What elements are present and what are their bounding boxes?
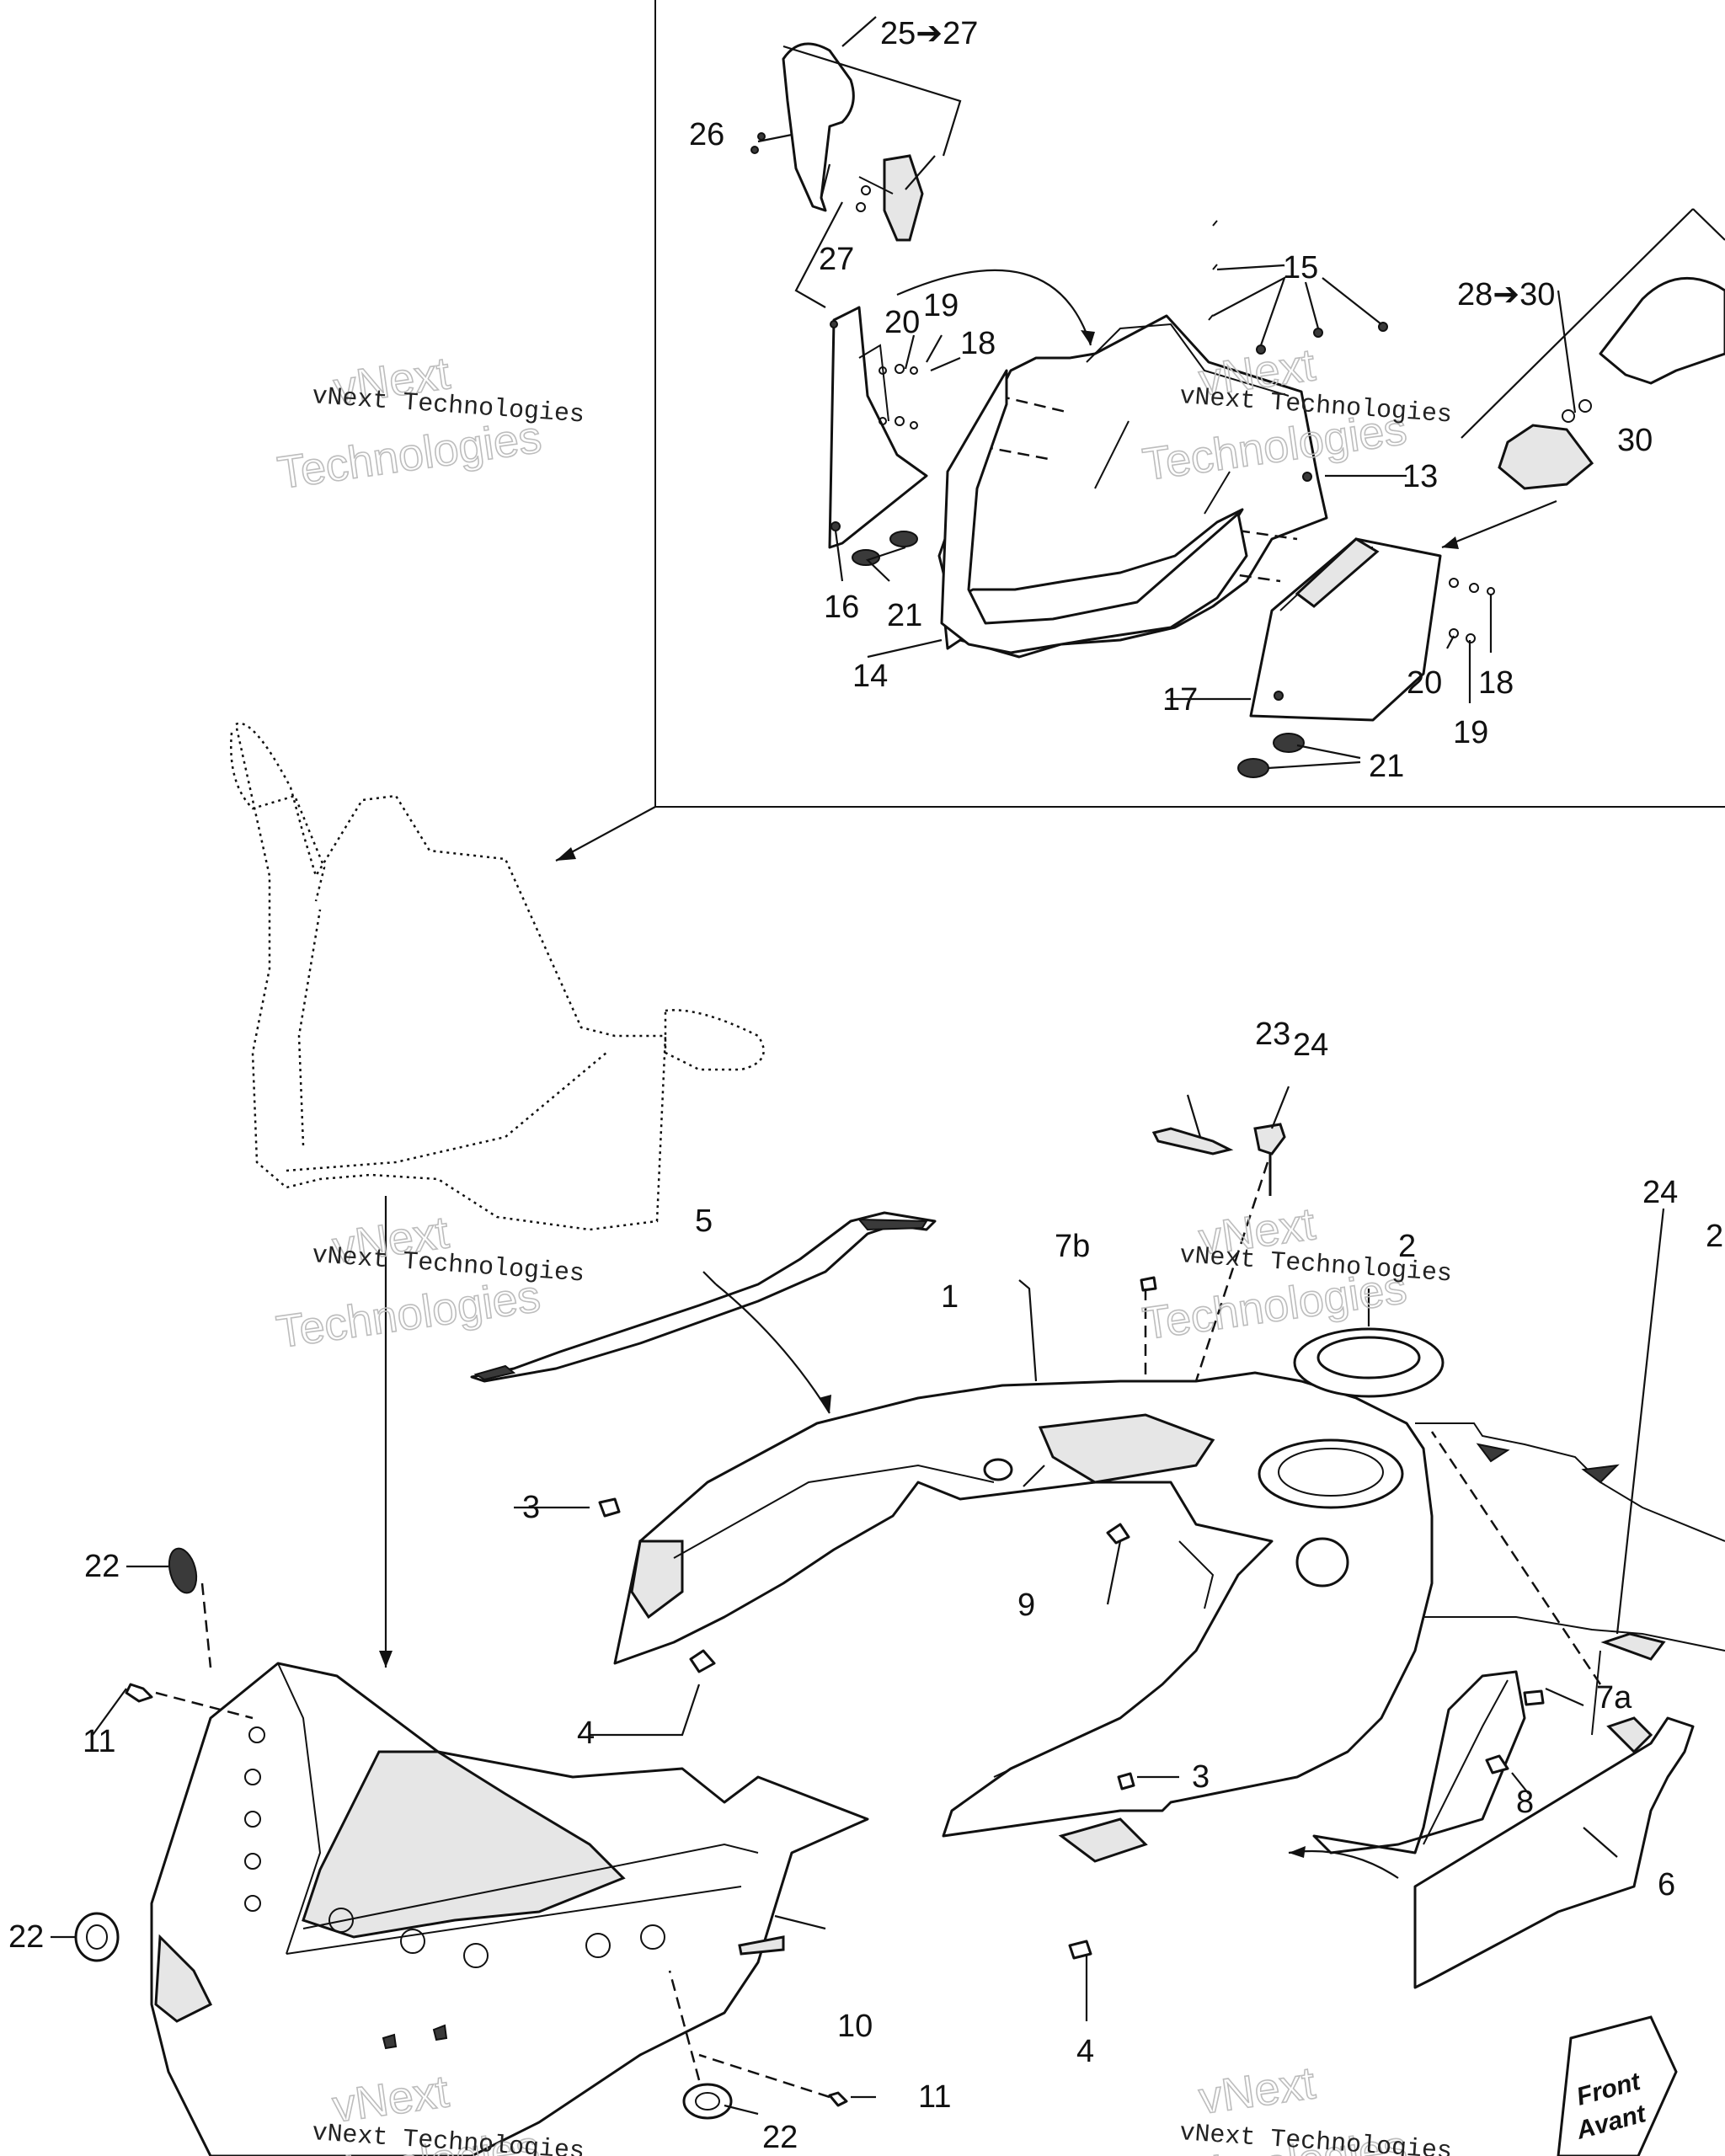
callout-27: 27: [819, 242, 854, 277]
callout-28-30: 28➔30: [1457, 277, 1555, 312]
mirror-assembly-left: [750, 16, 962, 308]
callout-2: 2: [1398, 1229, 1416, 1264]
main-hood-panel: [613, 1371, 1725, 1863]
callout-3: 3: [522, 1490, 540, 1525]
callout-6: 6: [1658, 1867, 1675, 1903]
callout-18b: 18: [1478, 665, 1514, 701]
callout-25-27: 25➔27: [880, 16, 978, 51]
watermark-big-bottom: Technologies: [275, 412, 545, 499]
callout-11b: 11: [918, 2079, 951, 2115]
callout-13: 13: [1402, 459, 1438, 494]
callout-8: 8: [1516, 1785, 1534, 1820]
screws-15: [1208, 220, 1388, 355]
callout-10: 10: [837, 2009, 873, 2044]
callout-7b: 7b: [1055, 1229, 1090, 1264]
callout-19: 19: [923, 288, 959, 323]
side-panel-right: [1237, 499, 1557, 778]
callout-3b: 3: [1192, 1759, 1210, 1795]
callout-4b: 4: [1076, 2034, 1094, 2069]
callout-30: 30: [1617, 423, 1653, 458]
fuel-ring-2: [1293, 1327, 1445, 1398]
nose-cone-10: [150, 1662, 869, 2156]
callout-22c: 22: [762, 2120, 798, 2155]
callout-9: 9: [1017, 1588, 1035, 1623]
callout-24b: 24: [1642, 1175, 1678, 1210]
callout-23: 23: [1255, 1017, 1290, 1052]
callout-20b: 20: [1407, 665, 1442, 701]
callout-18: 18: [960, 326, 996, 361]
callout-labels: 25➔27 26 27 20 19 18 15 28➔30 30 13 16 2…: [8, 16, 1723, 2155]
front-badge: Front Avant: [1557, 2015, 1678, 2156]
callout-5: 5: [695, 1203, 713, 1239]
callout-1: 1: [941, 1279, 959, 1315]
callout-leaders: [51, 133, 1665, 2116]
side-panel-left: [828, 306, 928, 566]
callout-14: 14: [852, 659, 888, 694]
callout-15: 15: [1283, 250, 1318, 286]
callout-7a: 7a: [1596, 1680, 1632, 1716]
callout-21: 21: [887, 598, 922, 633]
trim-strip-5: [470, 1211, 937, 1414]
install-lines: [155, 1161, 1602, 2099]
windshield-ghost: [230, 722, 765, 1668]
callout-17: 17: [1162, 682, 1198, 718]
callout-16: 16: [824, 590, 859, 625]
hardware: [74, 1123, 1666, 2120]
mirror-assembly-right: [1461, 208, 1725, 490]
inset-frame: [555, 0, 1725, 862]
callout-22: 22: [84, 1549, 120, 1584]
callout-26: 26: [689, 117, 724, 152]
watermark-big-bottom: Technologies: [274, 1271, 544, 1358]
callout-20: 20: [884, 305, 920, 340]
watermark-big-top: vNext: [1196, 2057, 1318, 2124]
deflector-panel: [940, 369, 1248, 654]
callout-2b: 2: [1706, 1219, 1723, 1254]
trim-panel-6: [1288, 1670, 1695, 1989]
callout-4: 4: [577, 1716, 595, 1751]
callout-21b: 21: [1369, 749, 1404, 784]
callout-22b: 22: [8, 1919, 44, 1955]
callout-19b: 19: [1453, 715, 1488, 750]
callout-24: 24: [1293, 1027, 1328, 1063]
callout-11: 11: [83, 1724, 115, 1759]
